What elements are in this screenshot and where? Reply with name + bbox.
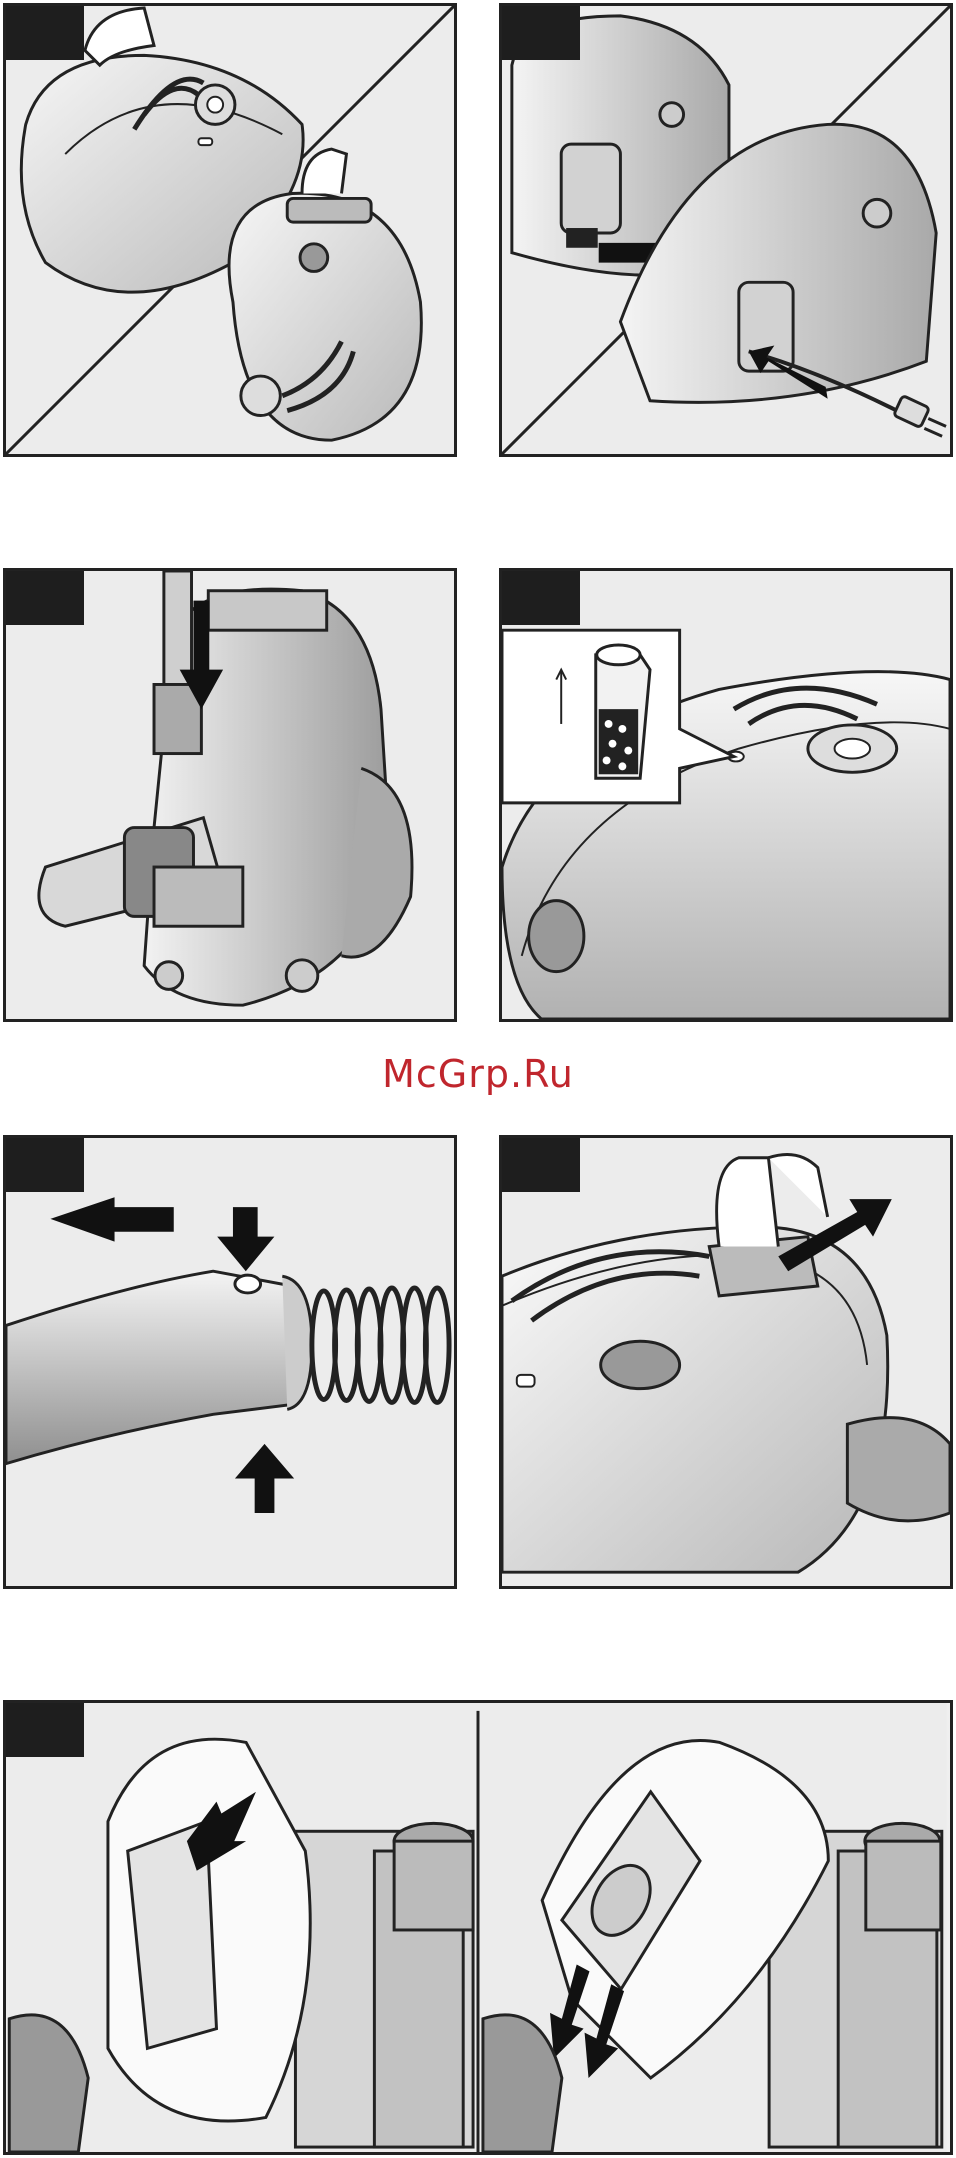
cord-illustration <box>502 6 950 454</box>
figure-nozzle-parking <box>3 568 457 1022</box>
figure-hose-release <box>3 1135 457 1589</box>
hose-illustration <box>6 1138 454 1586</box>
step-number-tab <box>6 1703 84 1757</box>
figure-dust-bag-replacement <box>3 1700 953 2155</box>
figure-dust-bag-indicator <box>499 568 953 1022</box>
figure-lid-open <box>499 1135 953 1589</box>
carry-illustration <box>6 6 454 454</box>
step-number-tab <box>6 571 84 625</box>
parking-illustration <box>6 571 454 1019</box>
figure-carry-handles <box>3 3 457 457</box>
step-number-tab <box>6 6 84 60</box>
indicator-illustration <box>502 571 950 1019</box>
step-number-tab <box>6 1138 84 1192</box>
bag-illustration <box>6 1703 950 2152</box>
watermark-text: McGrp.Ru <box>0 1052 956 1096</box>
figure-power-cord <box>499 3 953 457</box>
step-number-tab <box>502 6 580 60</box>
lid-illustration <box>502 1138 950 1586</box>
step-number-tab <box>502 1138 580 1192</box>
step-number-tab <box>502 571 580 625</box>
